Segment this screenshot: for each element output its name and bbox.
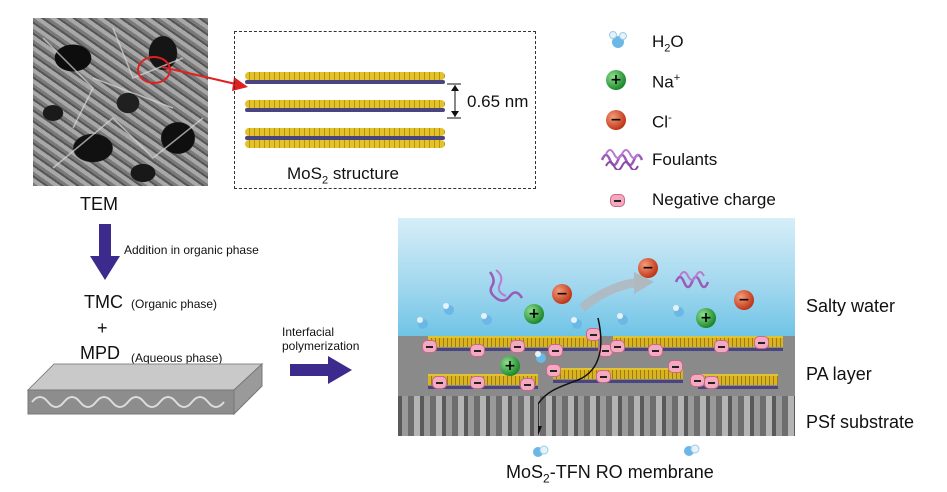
substrate-slab (26, 362, 264, 416)
water-molecule-icon (609, 31, 627, 48)
sodium-ion-icon (606, 70, 626, 90)
negative-charge (520, 378, 535, 391)
negative-charge (546, 364, 561, 377)
tem-label: TEM (80, 194, 118, 214)
psf-substrate-region (398, 396, 795, 436)
negative-charge (596, 370, 611, 383)
tem-highlight-circle (137, 56, 171, 84)
negative-charge-icon (610, 194, 625, 207)
negative-charge (470, 376, 485, 389)
mos2-nanosheet (613, 336, 783, 351)
negative-charge (704, 376, 719, 389)
interfacial-label-line2: polymerization (282, 339, 360, 353)
sodium-ion (696, 308, 716, 328)
water-molecule (417, 317, 428, 329)
mpd-phase-label: (Aqueous phase) (131, 351, 223, 365)
mos2-sheet-top (245, 72, 445, 86)
negative-charge (714, 340, 729, 353)
water-molecule (571, 317, 582, 329)
tem-image (33, 18, 208, 186)
down-arrow (90, 224, 120, 280)
mpd-label: MPD (80, 343, 120, 363)
chloride-ion (638, 258, 658, 278)
psf-substrate-label: PSf substrate (806, 412, 915, 432)
permeate-water-molecule (533, 445, 549, 457)
negative-charge (510, 340, 525, 353)
pa-layer-label: PA layer (806, 364, 872, 384)
water-molecule (535, 351, 546, 363)
water-transport-path (538, 317, 602, 436)
mos2-sheet-middle (245, 100, 445, 114)
negative-charge (548, 344, 563, 357)
salty-water-region (398, 218, 795, 336)
legend-sodium-label: Na+ (652, 72, 681, 92)
negative-charge (470, 344, 485, 357)
right-arrow (290, 356, 352, 384)
interfacial-label-line1: Interfacial (282, 325, 335, 339)
foulant (674, 271, 710, 289)
spacing-bracket (447, 83, 461, 119)
mos2-structure-box: 0.65 nm MoS2 structure (234, 31, 536, 189)
water-molecule (481, 313, 492, 325)
addition-label: Addition in organic phase (124, 243, 259, 257)
negative-charge (754, 336, 769, 349)
rejection-arrow (579, 272, 654, 312)
permeate-water-molecule (684, 444, 700, 456)
mos2-nanosheet (553, 368, 683, 383)
mos2-sheet-bottom (245, 128, 445, 148)
water-molecule (617, 313, 628, 325)
foulant (488, 269, 524, 302)
legend-chloride-label: Cl- (652, 112, 672, 132)
tmc-label: TMC (84, 292, 123, 312)
membrane-caption: MoS2-TFN RO membrane (506, 462, 714, 486)
legend-water-label: H2O (652, 32, 684, 55)
negative-charge (432, 376, 447, 389)
chloride-ion (734, 290, 754, 310)
chloride-ion-icon (606, 110, 626, 130)
zoom-arrow (161, 66, 248, 91)
negative-charge (610, 340, 625, 353)
negative-charge (690, 374, 705, 387)
chloride-ion (552, 284, 572, 304)
spacing-label: 0.65 nm (467, 92, 529, 111)
legend: H2O Na+ Cl- Foulants Negative charge (600, 28, 830, 218)
mos2-nanosheet (698, 374, 778, 389)
negative-charge (648, 344, 663, 357)
salty-water-label: Salty water (806, 296, 896, 316)
legend-negative-charge-label: Negative charge (652, 190, 776, 209)
tmc-phase-label: (Organic phase) (131, 297, 218, 311)
sodium-ion (500, 356, 520, 376)
sodium-ion (524, 304, 544, 324)
plus-sign: + (97, 318, 108, 338)
membrane-diagram (398, 218, 795, 436)
mos2-structure-label: MoS2 structure (287, 164, 399, 187)
negative-charge (668, 360, 683, 373)
legend-foulant-label: Foulants (652, 150, 718, 169)
negative-charge (422, 340, 437, 353)
water-molecule (673, 305, 684, 317)
foulant-icon (600, 149, 644, 170)
water-molecule (443, 303, 454, 315)
